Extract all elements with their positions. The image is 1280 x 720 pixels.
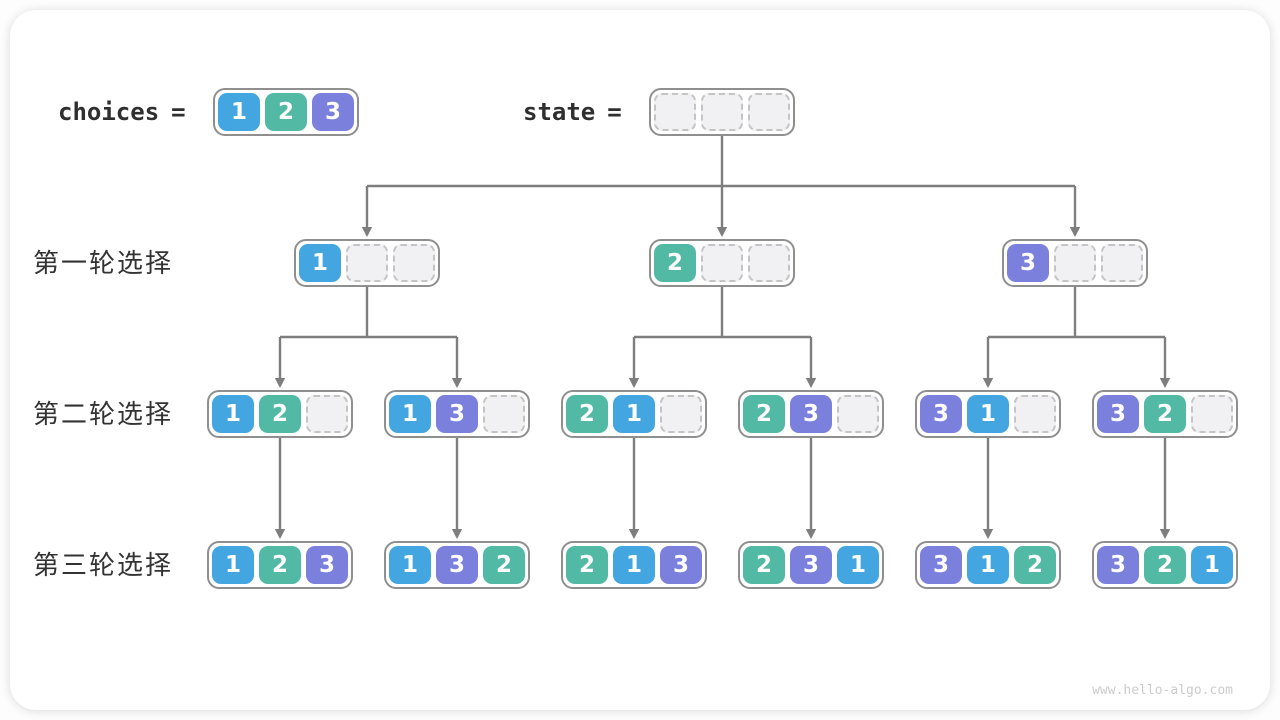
array-cell-1: 1 [389,395,431,433]
array-cell-empty [748,244,790,282]
array-cell-empty [1191,395,1233,433]
array-cell-3: 3 [790,395,832,433]
array-cell-empty [1101,244,1143,282]
row-label-round-2: 第二轮选择 [33,399,174,429]
array-cell-3: 3 [1097,546,1139,584]
array-cell-2: 2 [1144,546,1186,584]
array-cell-empty [701,93,743,131]
level1-node-1: 1 [294,239,440,287]
level1-node-3: 3 [1002,239,1148,287]
array-cell-3: 3 [920,546,962,584]
array-cell-2: 2 [743,395,785,433]
array-cell-2: 2 [483,546,525,584]
array-cell-3: 3 [660,546,702,584]
array-cell-3: 3 [436,395,478,433]
array-cell-2: 2 [566,395,608,433]
array-cell-empty [660,395,702,433]
level1-node-2: 2 [649,239,795,287]
array-cell-3: 3 [920,395,962,433]
watermark: www.hello-algo.com [1092,683,1233,698]
array-cell-empty [346,244,388,282]
array-cell-3: 3 [436,546,478,584]
array-cell-3: 3 [306,546,348,584]
array-cell-1: 1 [212,395,254,433]
array-cell-1: 1 [1191,546,1233,584]
array-cell-1: 1 [212,546,254,584]
array-cell-empty [483,395,525,433]
array-cell-2: 2 [1144,395,1186,433]
state-word: state [523,98,596,126]
array-cell-1: 1 [389,546,431,584]
choices-label: choices = [58,97,186,127]
array-cell-1: 1 [967,546,1009,584]
array-cell-2: 2 [259,395,301,433]
array-cell-empty [701,244,743,282]
row-label-round-1: 第一轮选择 [33,248,174,278]
array-cell-empty [837,395,879,433]
array-cell-2: 2 [1014,546,1056,584]
choices-word: choices [58,98,160,126]
array-cell-1: 1 [613,546,655,584]
array-cell-1: 1 [967,395,1009,433]
array-cell-2: 2 [265,93,307,131]
array-cell-1: 1 [299,244,341,282]
array-cell-empty [1054,244,1096,282]
array-cell-1: 1 [837,546,879,584]
array-cell-empty [393,244,435,282]
array-cell-empty [306,395,348,433]
array-cell-2: 2 [743,546,785,584]
equals-sign: = [171,98,186,126]
array-cell-3: 3 [312,93,354,131]
array-cell-empty [748,93,790,131]
array-cell-2: 2 [654,244,696,282]
array-cell-2: 2 [259,546,301,584]
array-cell-empty [654,93,696,131]
array-cell-1: 1 [613,395,655,433]
array-cell-3: 3 [1007,244,1049,282]
row-label-round-3: 第三轮选择 [33,550,174,580]
array-cell-empty [1014,395,1056,433]
equals-sign: = [607,98,622,126]
array-cell-3: 3 [1097,395,1139,433]
array-cell-3: 3 [790,546,832,584]
array-cell-2: 2 [566,546,608,584]
state-label: state = [523,97,622,127]
array-cell-1: 1 [218,93,260,131]
state-array [649,88,795,136]
